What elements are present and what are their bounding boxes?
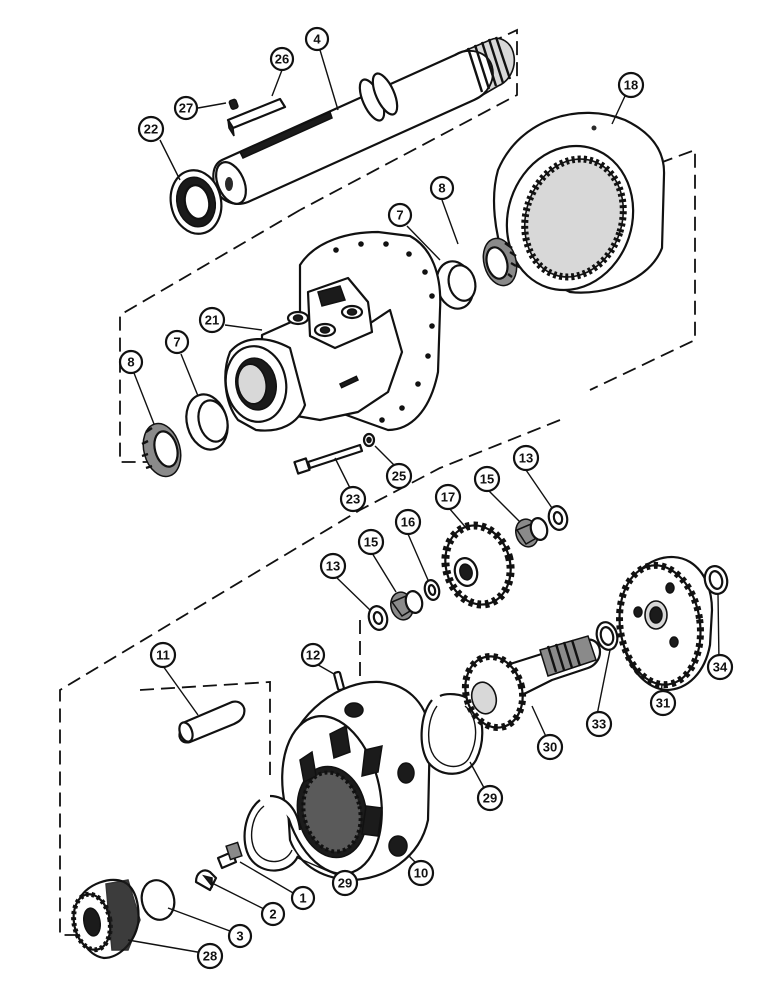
callout-2: 2 xyxy=(260,901,286,927)
needle-bearing-upper-icon xyxy=(515,517,549,548)
callout-7-lower: 7 xyxy=(164,329,190,355)
callout-4: 4 xyxy=(304,26,330,52)
callout-label: 27 xyxy=(179,101,193,116)
callout-label: 21 xyxy=(205,313,219,328)
callout-label: 26 xyxy=(275,52,289,67)
callout-label: 2 xyxy=(269,907,276,922)
callout-8-lower: 8 xyxy=(118,349,144,375)
callout-31: 31 xyxy=(649,689,677,717)
callout-30: 30 xyxy=(536,733,564,761)
thrust-washer-icon xyxy=(140,879,176,921)
needle-bearing-lower-icon xyxy=(390,590,424,621)
sun-gear-plate-icon xyxy=(616,555,714,692)
bolt-icon xyxy=(293,443,364,475)
callout-label: 23 xyxy=(346,492,360,507)
callout-26: 26 xyxy=(269,46,295,72)
planet-gear-icon xyxy=(441,521,515,609)
thrust-washer-lower-icon xyxy=(367,605,389,631)
snap-ring-small-icon xyxy=(703,565,729,595)
callout-12: 12 xyxy=(300,642,326,668)
cap-screw-icon xyxy=(216,841,243,870)
lock-plate-icon xyxy=(194,869,218,892)
callout-16: 16 xyxy=(394,508,422,536)
thrust-washer-upper-icon xyxy=(547,505,569,531)
callout-label: 1 xyxy=(299,891,306,906)
callout-3: 3 xyxy=(227,923,253,949)
bearing-cup-upper-icon xyxy=(435,260,477,310)
retaining-ring-icon xyxy=(595,621,619,651)
snap-ring-upper-icon xyxy=(420,693,484,775)
callout-label: 33 xyxy=(592,717,606,732)
callout-label: 29 xyxy=(483,791,497,806)
callout-label: 4 xyxy=(313,32,321,47)
callout-23: 23 xyxy=(339,485,367,513)
callout-15-lower: 15 xyxy=(357,528,385,556)
callout-label: 22 xyxy=(144,122,158,137)
callout-label: 8 xyxy=(438,181,445,196)
planet-shaft-icon xyxy=(178,700,246,744)
axle-shaft-icon xyxy=(212,36,516,205)
callout-8-upper: 8 xyxy=(429,175,455,201)
callout-21: 21 xyxy=(198,306,226,334)
washer-icon xyxy=(362,432,376,448)
roll-pin-icon xyxy=(333,670,345,692)
callout-34: 34 xyxy=(706,653,734,681)
oil-seal-icon xyxy=(169,169,223,235)
callout-29-lower: 29 xyxy=(331,869,359,897)
callout-label: 29 xyxy=(338,876,352,891)
callout-label: 13 xyxy=(326,559,340,574)
callout-label: 31 xyxy=(656,696,670,711)
callout-label: 8 xyxy=(127,355,134,370)
small-pin-icon xyxy=(228,98,239,110)
callout-13-lower: 13 xyxy=(319,552,347,580)
spacer-ring-icon xyxy=(423,579,441,601)
callout-13-upper: 13 xyxy=(512,444,540,472)
callout-28: 28 xyxy=(196,942,224,970)
axle-housing-icon xyxy=(224,230,442,432)
callout-label: 7 xyxy=(396,208,403,223)
callout-label: 17 xyxy=(441,490,455,505)
callout-33: 33 xyxy=(585,710,613,738)
callout-17: 17 xyxy=(434,483,462,511)
callout-label: 7 xyxy=(173,335,180,350)
sun-gear-shaft-icon xyxy=(461,635,602,732)
tapered-bearing-lower-icon xyxy=(141,422,182,478)
callout-label: 3 xyxy=(236,929,243,944)
callout-label: 11 xyxy=(156,648,170,663)
callout-11: 11 xyxy=(149,641,177,669)
snap-ring-lower-icon xyxy=(243,794,302,872)
key-icon xyxy=(226,97,287,137)
callout-label: 15 xyxy=(480,472,494,487)
callout-label: 15 xyxy=(364,535,378,550)
callout-7-upper: 7 xyxy=(387,202,413,228)
callout-10: 10 xyxy=(407,859,435,887)
callout-22: 22 xyxy=(137,115,165,143)
coupling-gear-icon xyxy=(71,878,141,960)
callout-15-upper: 15 xyxy=(473,465,501,493)
callout-label: 30 xyxy=(543,740,557,755)
bearing-cup-lower-icon xyxy=(185,393,229,451)
callout-label: 13 xyxy=(519,451,533,466)
callout-1: 1 xyxy=(290,885,316,911)
ring-gear-icon xyxy=(492,111,666,294)
callout-label: 12 xyxy=(306,648,320,663)
callout-label: 16 xyxy=(401,515,415,530)
callout-27: 27 xyxy=(173,95,199,121)
callout-label: 34 xyxy=(713,660,728,675)
callout-label: 10 xyxy=(414,866,428,881)
callout-29-upper: 29 xyxy=(476,784,504,812)
callout-25: 25 xyxy=(385,462,413,490)
callout-label: 25 xyxy=(392,469,406,484)
callout-18: 18 xyxy=(617,71,645,99)
callout-label: 28 xyxy=(203,949,217,964)
tapered-bearing-upper-icon xyxy=(482,237,518,287)
callout-label: 18 xyxy=(624,78,638,93)
